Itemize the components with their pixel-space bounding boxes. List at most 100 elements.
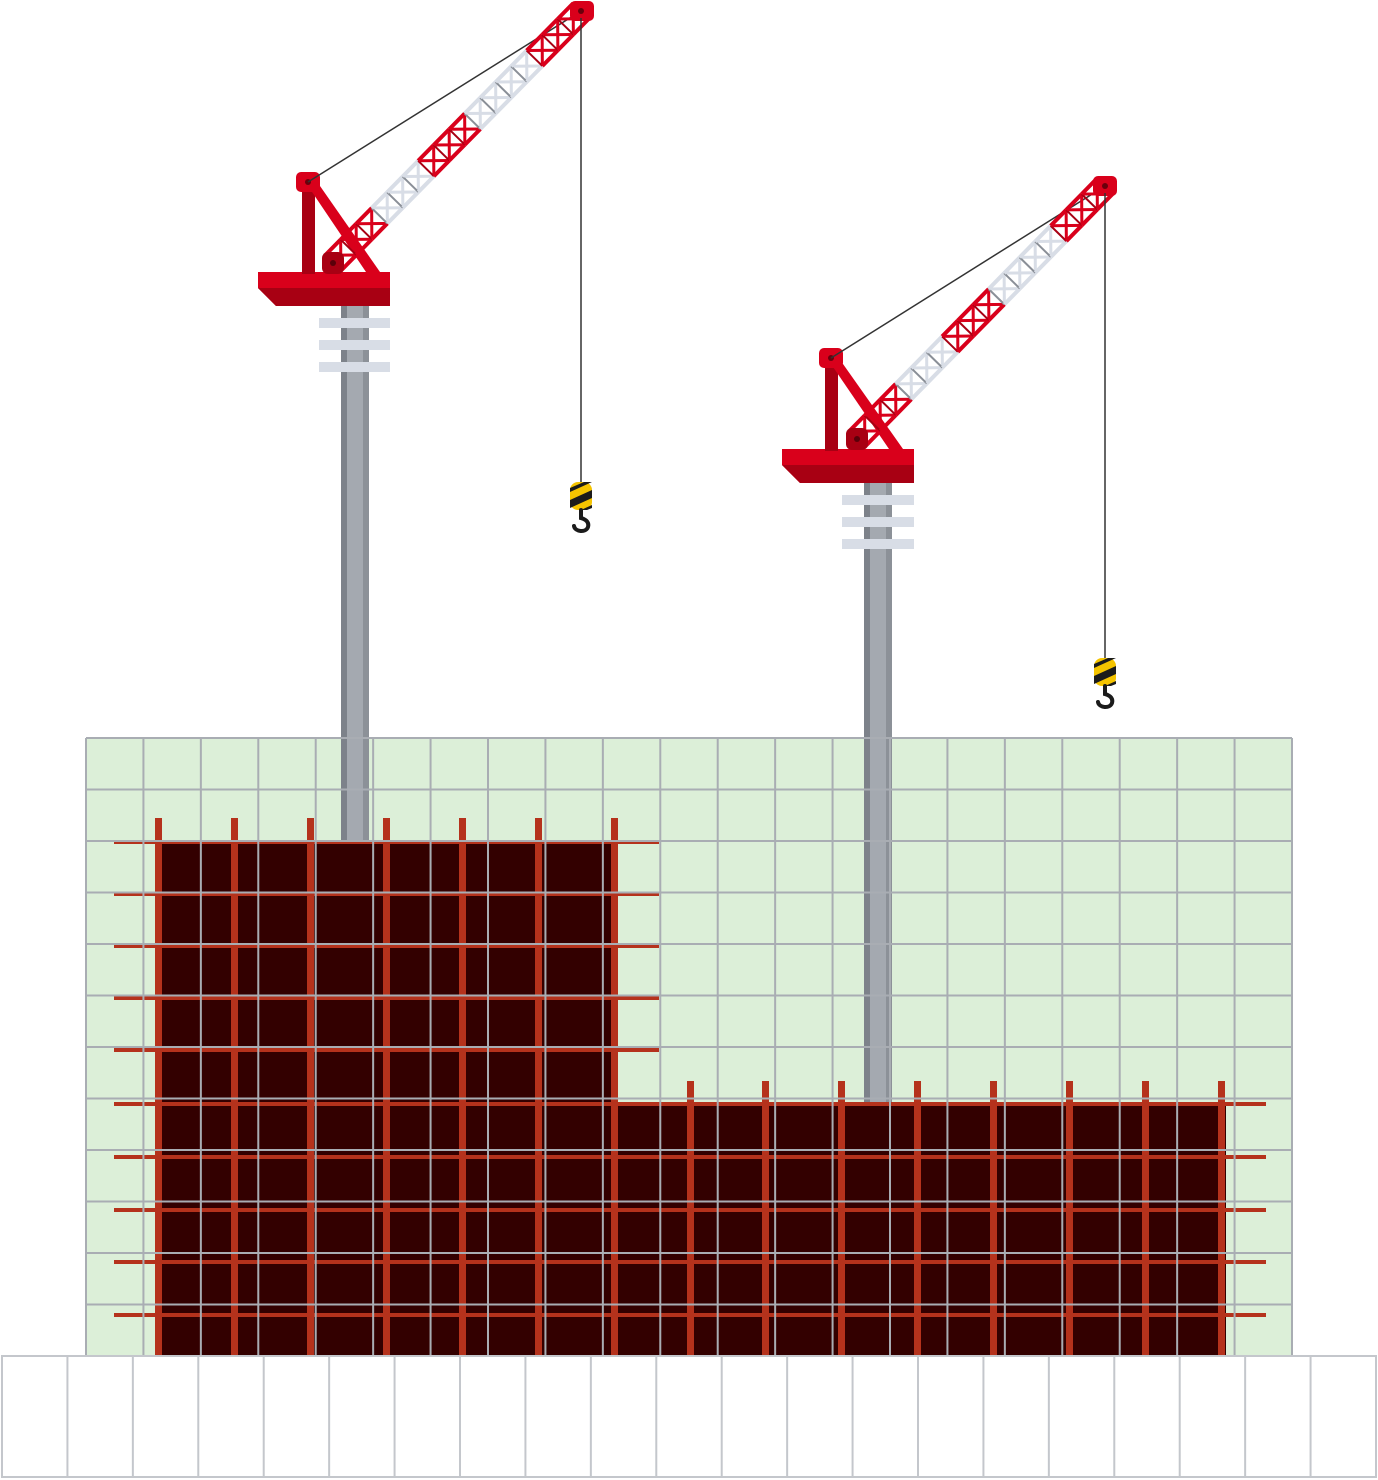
jib-strut	[510, 65, 528, 83]
jib-brace	[509, 66, 513, 98]
jib-strut	[494, 81, 513, 99]
jib-brace	[370, 208, 374, 240]
jib-brace	[1064, 209, 1068, 242]
jib-strut	[1003, 272, 1021, 290]
jib-chord	[1002, 287, 1022, 306]
jib-chord	[463, 127, 482, 147]
jib-strut	[448, 128, 466, 146]
jib-chord	[556, 1, 575, 21]
jib-chord	[509, 80, 529, 99]
jib-brace	[494, 82, 498, 114]
jib-strut	[463, 112, 482, 130]
jib-strut	[417, 160, 435, 177]
jib-strut	[863, 414, 882, 432]
jib-chord	[370, 190, 389, 210]
jib-strut	[339, 238, 358, 256]
jib-chord	[447, 112, 467, 131]
jib-chord	[432, 159, 451, 178]
jib-chord	[463, 96, 482, 115]
ground-paving	[1, 1355, 1377, 1478]
jib-brace	[432, 145, 436, 177]
jib-strut	[956, 319, 975, 337]
jib-chord	[509, 49, 529, 68]
rebar-post	[914, 1081, 921, 1356]
rebar-beam	[114, 1102, 1266, 1106]
jib-chord	[1080, 208, 1099, 227]
right-tower-crane	[782, 176, 1117, 709]
jib-chord	[894, 397, 913, 417]
jib-chord	[878, 413, 898, 433]
jib-chord	[863, 398, 882, 417]
jib-chord	[494, 64, 513, 84]
jib-brace	[956, 320, 960, 352]
jib-chord	[339, 222, 358, 241]
low-block	[618, 1104, 1226, 1356]
rebar-beam	[114, 944, 659, 948]
jib-strut	[556, 18, 575, 36]
jib-brace	[1018, 257, 1022, 289]
jib-brace	[478, 97, 482, 129]
jib-brace	[447, 129, 451, 161]
left-tower-crane	[258, 1, 594, 533]
jib-brace	[463, 113, 467, 145]
rebar-beam	[114, 1155, 1266, 1159]
jib-chord	[1018, 240, 1037, 259]
jib-brace	[1002, 273, 1006, 305]
crane-hook-icon	[1094, 658, 1116, 709]
jib-chord	[909, 382, 929, 401]
jib-chord	[385, 206, 405, 225]
jib-strut	[925, 351, 944, 369]
jib-strut	[894, 383, 913, 400]
rebar-post	[307, 818, 314, 1356]
rebar-post	[762, 1081, 769, 1356]
crane-platform	[782, 449, 914, 483]
jib-brace	[1049, 225, 1053, 257]
jib-brace	[971, 304, 975, 337]
jib-strut	[386, 191, 404, 209]
jib-chord	[925, 335, 944, 354]
jib-chord	[1064, 223, 1084, 243]
right-crane-mast	[864, 482, 892, 1102]
jib-brace	[894, 383, 898, 416]
jib-brace	[354, 223, 358, 255]
rebar-beam	[114, 892, 659, 896]
crane-jib	[847, 176, 1115, 449]
jib-chord	[354, 237, 374, 257]
mast-collars	[842, 495, 914, 549]
jib-strut	[370, 207, 389, 225]
jib-strut	[432, 144, 451, 162]
rebar-post	[990, 1081, 997, 1356]
jib-chord	[940, 319, 960, 338]
jib-chord	[987, 302, 1006, 322]
jib-brace	[1080, 194, 1084, 226]
jib-chord	[909, 350, 929, 370]
rebar-beam	[114, 1048, 659, 1052]
rebar-beam	[114, 996, 659, 1000]
jib-chord	[925, 366, 944, 385]
jib-strut	[479, 97, 497, 114]
jib-chord	[339, 253, 358, 273]
jib-chord	[401, 190, 420, 210]
rebar-post	[611, 818, 618, 1356]
jib-chord	[354, 206, 374, 226]
jib-chord	[1049, 208, 1068, 228]
jib-chord	[478, 80, 498, 100]
jib-strut	[987, 288, 1006, 306]
jib-chord	[1033, 224, 1053, 243]
mast-collars	[319, 318, 390, 372]
crane-platform	[258, 272, 390, 306]
rebar-post	[1142, 1081, 1149, 1356]
jib-brace	[909, 368, 913, 400]
left-crane-mast	[341, 305, 369, 840]
jib-chord	[956, 334, 975, 354]
rebar-beam	[114, 1208, 1266, 1212]
jib-strut	[1049, 225, 1068, 242]
jib-chord	[1064, 192, 1084, 212]
jib-chord	[1033, 255, 1053, 275]
jib-strut	[1080, 193, 1099, 211]
jib-strut	[525, 49, 544, 67]
jib-chord	[971, 287, 991, 307]
jib-strut	[941, 335, 959, 353]
crane-hook-icon	[570, 482, 592, 533]
